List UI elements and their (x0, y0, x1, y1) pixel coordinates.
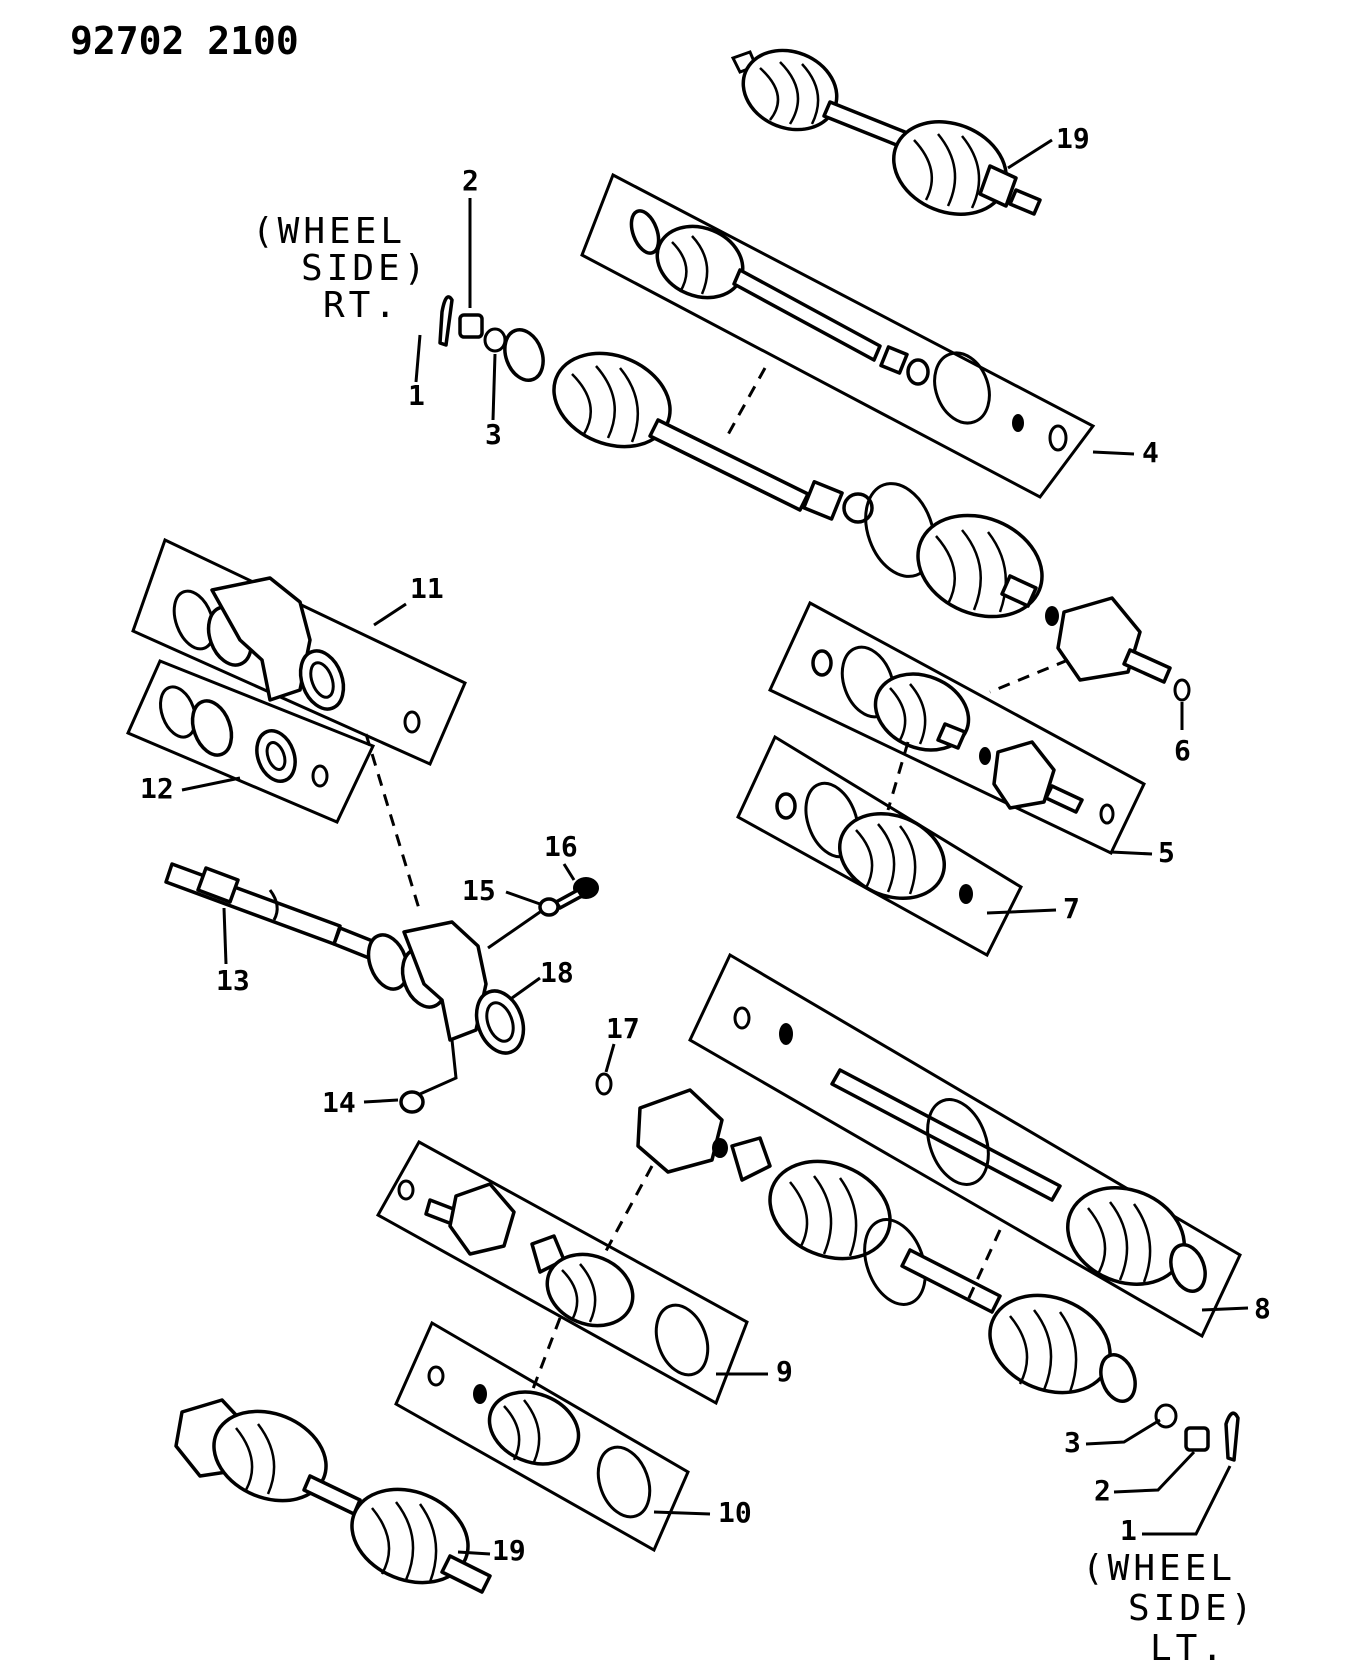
callout-1-rt: 1 (408, 379, 425, 412)
callout-13-leader (222, 907, 228, 965)
bolt-16 (554, 877, 599, 910)
callout-11-leader (373, 602, 407, 627)
dashed-link-8 (966, 1229, 1002, 1301)
callout-1-rt-leader (414, 334, 422, 383)
callout-4-leader (1092, 450, 1135, 456)
callout-10-leader (653, 1510, 711, 1516)
callout-18: 18 (540, 956, 574, 989)
callout-15-leader (505, 890, 541, 906)
caption-wheel-side-rt-line1: (WHEEL (252, 211, 406, 252)
boot-kit-9-parts (397, 1179, 710, 1377)
callout-14: 14 (322, 1086, 356, 1119)
dashed-link-9 (598, 1165, 654, 1263)
boot-kit-5-parts (811, 645, 1115, 825)
frame-10 (394, 1320, 690, 1553)
bearing-kit-12-parts (159, 685, 329, 788)
bearing-bracket-18 (366, 920, 526, 1096)
snap-ring-17 (595, 1072, 613, 1096)
washer-15 (538, 897, 560, 917)
dashed-link-10 (526, 1317, 562, 1403)
callout-19-bottom-leader (457, 1550, 491, 1556)
frame-11 (131, 537, 467, 766)
callout-8-leader (1201, 1306, 1249, 1312)
callout-3-lt-leader (1085, 1418, 1161, 1446)
bolt-line (487, 910, 541, 950)
callout-16-leader (562, 863, 576, 881)
shaft-assembly-top (730, 48, 1042, 216)
callout-11: 11 (410, 572, 444, 605)
callout-6: 6 (1174, 734, 1191, 767)
callout-4: 4 (1142, 436, 1159, 469)
intermediate-shaft-13 (164, 862, 382, 962)
callout-7: 7 (1063, 892, 1080, 925)
frame-9 (375, 1139, 749, 1406)
shaft-rt-main (503, 328, 1172, 684)
callout-1-lt: 1 (1120, 1514, 1137, 1547)
callout-15: 15 (462, 874, 496, 907)
caption-wheel-side-lt-line2: SIDE) (1128, 1588, 1256, 1629)
callout-16: 16 (544, 830, 578, 863)
caption-wheel-side-lt-line3: LT. (1150, 1628, 1227, 1669)
callout-19-top: 19 (1056, 122, 1090, 155)
callout-12-leader (181, 776, 241, 792)
callout-19-bottom: 19 (492, 1534, 526, 1567)
caption-wheel-side-lt-line1: (WHEEL (1082, 1548, 1236, 1589)
bearing-kit-11-parts (172, 576, 421, 734)
callout-2-lt: 2 (1094, 1474, 1111, 1507)
callout-17: 17 (606, 1012, 640, 1045)
wheel-side-hardware-rt (438, 295, 507, 353)
snap-ring-6 (1173, 678, 1191, 702)
callout-3-rt-leader (491, 353, 497, 421)
callout-18-leader (511, 976, 541, 1000)
callout-8: 8 (1254, 1292, 1271, 1325)
wheel-side-hardware-lt (1154, 1403, 1240, 1462)
callout-12: 12 (140, 772, 174, 805)
boot-kit-10-parts (427, 1365, 652, 1519)
dashed-link-5b (886, 741, 910, 811)
callout-19-top-leader (1007, 138, 1053, 170)
callout-2-rt: 2 (462, 164, 479, 197)
caption-wheel-side-rt-line3: RT. (323, 285, 400, 326)
callout-13: 13 (216, 964, 250, 997)
frame-12 (126, 659, 376, 824)
callout-17-leader (604, 1043, 616, 1073)
dashed-link-5a (989, 658, 1069, 694)
boot-kit-7-parts (775, 781, 973, 904)
callout-1-lt-leader (1142, 1465, 1232, 1536)
frame-7 (736, 734, 1023, 958)
boot-kit-8-parts (733, 1006, 1207, 1293)
callout-2-lt-leader (1113, 1450, 1196, 1494)
callout-3-lt: 3 (1064, 1426, 1081, 1459)
boot-kit-4-parts (629, 209, 1068, 452)
callout-14-leader (363, 1098, 399, 1104)
callout-5: 5 (1158, 836, 1175, 869)
document-id: 92702 2100 (70, 19, 299, 63)
callout-9: 9 (776, 1355, 793, 1388)
frame-8 (688, 952, 1242, 1339)
nut-14 (399, 1090, 425, 1114)
dashed-link-4 (723, 367, 767, 441)
caption-wheel-side-rt-line2: SIDE) (301, 248, 429, 289)
callout-7-leader (986, 908, 1057, 915)
frame-4 (580, 172, 1096, 499)
callout-5-leader (1110, 850, 1153, 856)
callout-3-rt: 3 (485, 418, 502, 451)
shaft-assembly-bottom (174, 1398, 492, 1594)
callout-10: 10 (718, 1496, 752, 1529)
dashed-link-11 (364, 733, 422, 913)
shaft-lt-main (636, 1088, 1137, 1403)
